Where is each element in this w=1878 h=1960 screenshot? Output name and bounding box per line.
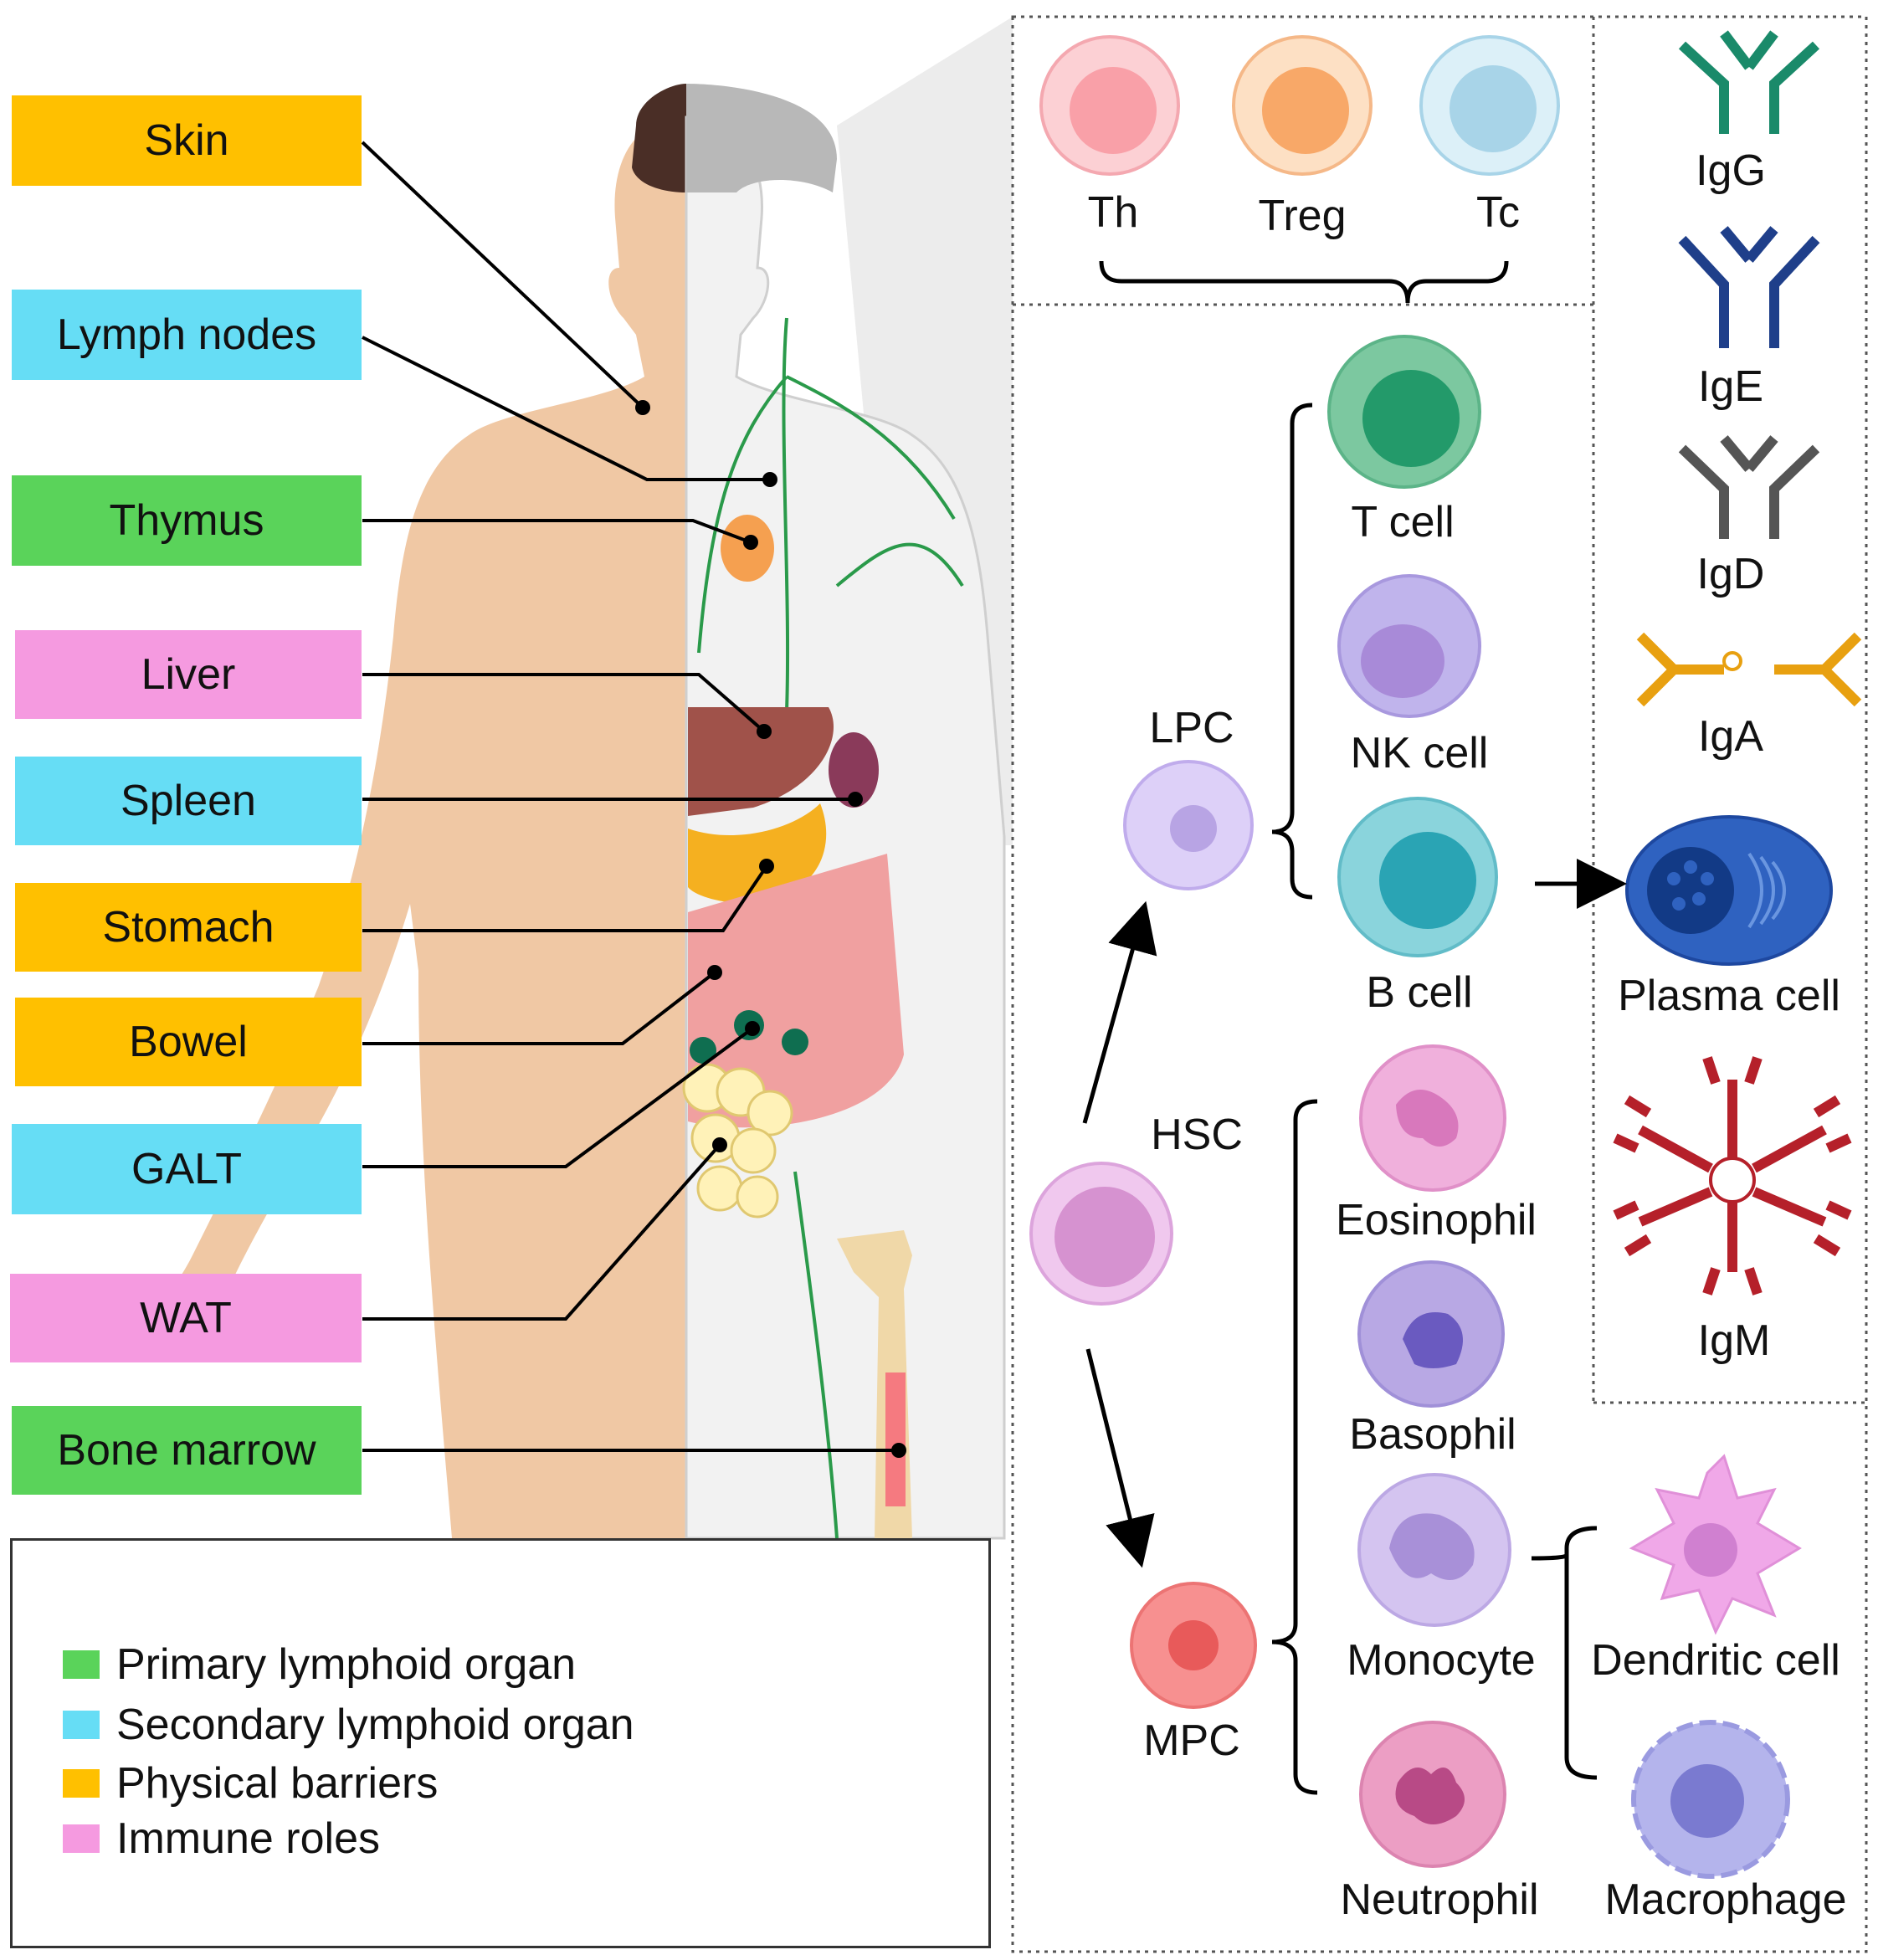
connector-dot <box>891 1443 906 1458</box>
b-cell <box>1337 797 1498 957</box>
arrow-hsc-to-mpc <box>1085 1348 1155 1568</box>
organ-label-lymph-nodes: Lymph nodes <box>12 290 362 380</box>
macrophage-cell <box>1631 1720 1790 1879</box>
organ-label-bone-marrow: Bone marrow <box>12 1406 362 1495</box>
connector-dot <box>635 400 650 415</box>
organ-label-thymus: Thymus <box>12 475 362 566</box>
connector-skin <box>361 141 644 409</box>
legend-item-primary: Primary lymphoid organ <box>63 1639 576 1690</box>
legend-item-barriers: Physical barriers <box>63 1758 438 1809</box>
igd-icon <box>1678 435 1820 539</box>
connector-dot <box>757 724 772 739</box>
label-treg: Treg <box>1258 192 1347 240</box>
connector-bowel <box>362 971 716 1045</box>
plasma-cell <box>1625 815 1833 966</box>
treg-cell <box>1232 35 1373 176</box>
connector-stomach <box>362 865 768 932</box>
eosinophil-cell <box>1359 1044 1506 1192</box>
connector-dot <box>848 792 863 807</box>
label-basophil: Basophil <box>1349 1410 1516 1459</box>
neutrophil-cell <box>1359 1721 1506 1868</box>
legend-item-immune: Immune roles <box>63 1814 380 1864</box>
arrow-hsc-to-lpc <box>1082 900 1157 1124</box>
organ-label-skin: Skin <box>12 95 362 186</box>
monocyte-brace <box>1531 1526 1598 1780</box>
label-lpc: LPC <box>1149 704 1234 752</box>
hsc-cell <box>1029 1162 1173 1306</box>
lymphoid-brace <box>1271 403 1313 900</box>
connector-dot <box>745 1021 760 1036</box>
label-dendritic-cell: Dendritic cell <box>1591 1636 1840 1685</box>
connector-liver <box>362 673 766 733</box>
organ-label-stomach: Stomach <box>15 883 362 972</box>
label-monocyte: Monocyte <box>1347 1636 1536 1685</box>
tcell-subsets-brace <box>1099 260 1509 304</box>
organ-label-liver: Liver <box>15 630 362 719</box>
connector-dot <box>759 859 774 874</box>
label-t-cell: T cell <box>1351 498 1455 546</box>
connector-galt <box>362 1027 754 1168</box>
nk-cell <box>1337 574 1481 718</box>
label-igm: IgM <box>1697 1316 1771 1365</box>
iga-icon <box>1636 632 1862 707</box>
basophil-cell <box>1357 1260 1505 1408</box>
body-anatomy-half <box>682 84 1006 1540</box>
label-tc: Tc <box>1476 188 1520 237</box>
legend-label: Physical barriers <box>116 1759 439 1808</box>
label-igg: IgG <box>1696 146 1766 195</box>
monocyte-cell <box>1357 1473 1511 1627</box>
connector-dot <box>712 1137 727 1152</box>
connector-dot <box>762 472 777 487</box>
connector-dot <box>743 535 758 550</box>
label-nk-cell: NK cell <box>1350 729 1489 777</box>
connector-lymph-nodes <box>362 336 770 481</box>
organ-label-wat: WAT <box>10 1274 362 1362</box>
legend-swatch-immune <box>63 1824 100 1853</box>
mpc-cell <box>1130 1582 1257 1709</box>
myeloid-brace <box>1271 1099 1318 1795</box>
legend: Primary lymphoid organ Secondary lymphoi… <box>10 1538 991 1948</box>
igm-icon <box>1613 1056 1852 1296</box>
label-th: Th <box>1087 188 1139 237</box>
legend-label: Primary lymphoid organ <box>116 1640 577 1689</box>
legend-swatch-barriers <box>63 1769 100 1798</box>
label-eosinophil: Eosinophil <box>1336 1196 1537 1244</box>
t-cell <box>1327 335 1481 489</box>
label-hsc: HSC <box>1151 1111 1243 1159</box>
connector-thymus <box>362 519 752 544</box>
igg-icon <box>1678 30 1820 134</box>
label-plasma-cell: Plasma cell <box>1618 972 1840 1020</box>
organ-label-bowel: Bowel <box>15 998 362 1086</box>
label-macrophage: Macrophage <box>1604 1875 1847 1924</box>
legend-label: Immune roles <box>116 1814 380 1863</box>
connector-dot <box>707 965 722 980</box>
label-ige: IgE <box>1697 362 1764 411</box>
organ-label-galt: GALT <box>12 1124 362 1214</box>
label-iga: IgA <box>1697 712 1764 761</box>
label-igd: IgD <box>1696 550 1765 598</box>
connector-wat <box>362 1143 721 1321</box>
ige-icon <box>1678 226 1820 348</box>
label-mpc: MPC <box>1143 1716 1240 1765</box>
organ-label-spleen: Spleen <box>15 757 362 845</box>
lpc-cell <box>1123 760 1254 890</box>
dendritic-cell <box>1629 1454 1802 1635</box>
tc-cell <box>1419 35 1560 176</box>
legend-item-secondary: Secondary lymphoid organ <box>63 1700 634 1750</box>
label-b-cell: B cell <box>1366 968 1473 1017</box>
label-neutrophil: Neutrophil <box>1340 1875 1539 1924</box>
cells-panel-border <box>1011 15 1868 1953</box>
th-cell <box>1039 35 1180 176</box>
legend-swatch-primary <box>63 1650 100 1679</box>
legend-swatch-secondary <box>63 1711 100 1739</box>
legend-label: Secondary lymphoid organ <box>116 1701 634 1749</box>
